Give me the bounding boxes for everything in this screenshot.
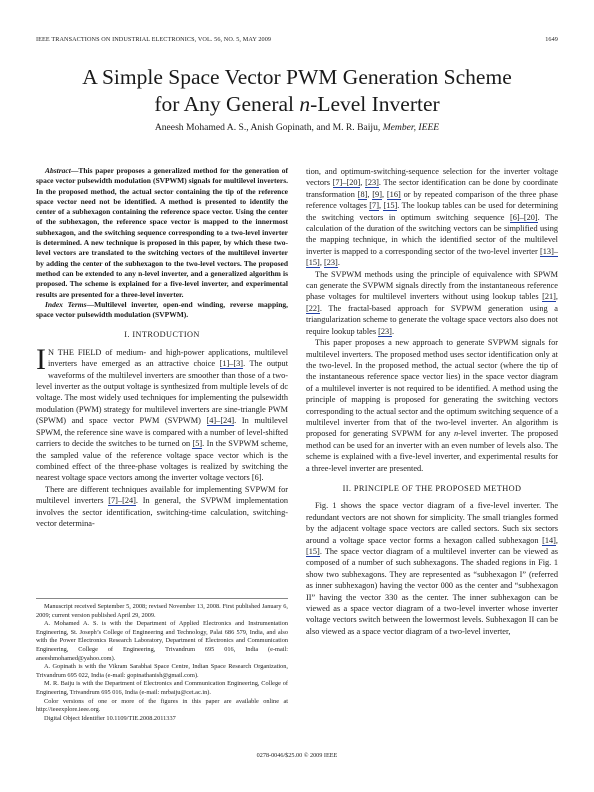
author-line: Aneesh Mohamed A. S., Anish Gopinath, an… xyxy=(36,122,558,133)
citation-link[interactable]: [7]–[24] xyxy=(108,496,136,507)
citation-link[interactable]: [15] xyxy=(383,201,398,212)
index-terms: Index Terms—Multilevel inverter, open-en… xyxy=(36,300,288,321)
drop-cap: I xyxy=(36,342,46,376)
author-membership: Member, IEEE xyxy=(382,122,440,133)
citation-link[interactable]: [8] xyxy=(357,189,368,200)
intro-paragraph-2: There are different techniques available… xyxy=(36,484,288,528)
author-names: Aneesh Mohamed A. S., Anish Gopinath, an… xyxy=(154,122,381,133)
page-number: 1649 xyxy=(545,36,558,43)
right-paragraph-2: The SVPWM methods using the principle of… xyxy=(306,269,558,337)
index-terms-text: —Multilevel inverter, open-end winding, … xyxy=(36,299,288,320)
running-header: IEEE TRANSACTIONS ON INDUSTRIAL ELECTRON… xyxy=(36,36,558,46)
left-column: Abstract—This paper proposes a generaliz… xyxy=(36,166,288,529)
abstract: Abstract—This paper proposes a generaliz… xyxy=(36,166,288,300)
footnote-color: Color versions of one or more of the fig… xyxy=(36,697,288,714)
journal-header: IEEE TRANSACTIONS ON INDUSTRIAL ELECTRON… xyxy=(36,36,272,43)
right-column: tion, and optimum-switching-sequence sel… xyxy=(306,166,558,637)
citation-link[interactable]: [14] xyxy=(542,535,556,546)
citation-link[interactable]: [22] xyxy=(306,303,320,314)
abstract-text: —This paper proposes a generalized metho… xyxy=(36,166,288,299)
citation-link[interactable]: [4]–[24] xyxy=(206,416,235,427)
citation-link[interactable]: [9] xyxy=(372,189,382,200)
paper-title: A Simple Space Vector PWM Generation Sch… xyxy=(36,64,558,118)
copyright-footer: 0278-0046/$25.00 © 2009 IEEE xyxy=(256,752,338,759)
right-paragraph-1: tion, and optimum-switching-sequence sel… xyxy=(306,167,559,269)
abstract-label: Abstract xyxy=(45,166,71,175)
footnote-author-1: A. Mohamed A. S. is with the Department … xyxy=(36,620,288,662)
citation-link[interactable]: [7]–[20] xyxy=(332,178,361,189)
footnote-author-3: M. R. Baiju is with the Department of El… xyxy=(36,680,288,696)
citation-link[interactable]: [23] xyxy=(323,258,338,269)
citation-link[interactable]: [13]–[15] xyxy=(306,246,558,269)
index-terms-label: Index Terms xyxy=(45,299,87,309)
right-paragraph-3: This paper proposes a new approach to ge… xyxy=(306,338,558,473)
citation-link[interactable]: [21] xyxy=(542,292,556,303)
citation-link[interactable]: [15] xyxy=(306,547,320,557)
footnote-manuscript: Manuscript received September 5, 2008; r… xyxy=(36,603,288,619)
citation-link[interactable]: [23] xyxy=(378,326,392,337)
right-paragraph-4: Fig. 1 shows the space vector diagram of… xyxy=(306,501,558,636)
citation-link[interactable]: [1]–[3] xyxy=(219,359,244,370)
citation-link[interactable]: [6]–[20] xyxy=(510,212,538,223)
section-heading-principle: II. PRINCIPLE OF THE PROPOSED METHOD xyxy=(342,483,522,493)
footnote-author-2: A. Gopinath is with the Vikram Sarabhai … xyxy=(36,663,288,679)
title-line-2: for Any General n-Level Inverter xyxy=(154,92,440,116)
citation-link[interactable]: [7] xyxy=(369,201,379,212)
footnotes: Manuscript received September 5, 2008; r… xyxy=(36,598,288,723)
citation-link[interactable]: [23] xyxy=(365,178,379,189)
section-heading-introduction: I. INTRODUCTION xyxy=(124,330,200,340)
citation-link[interactable]: [5] xyxy=(192,439,203,450)
footnote-doi: Digital Object Identifier 10.1109/TIE.20… xyxy=(44,714,176,722)
citation-link[interactable]: [16] xyxy=(386,189,401,200)
title-line-1: A Simple Space Vector PWM Generation Sch… xyxy=(82,65,512,89)
